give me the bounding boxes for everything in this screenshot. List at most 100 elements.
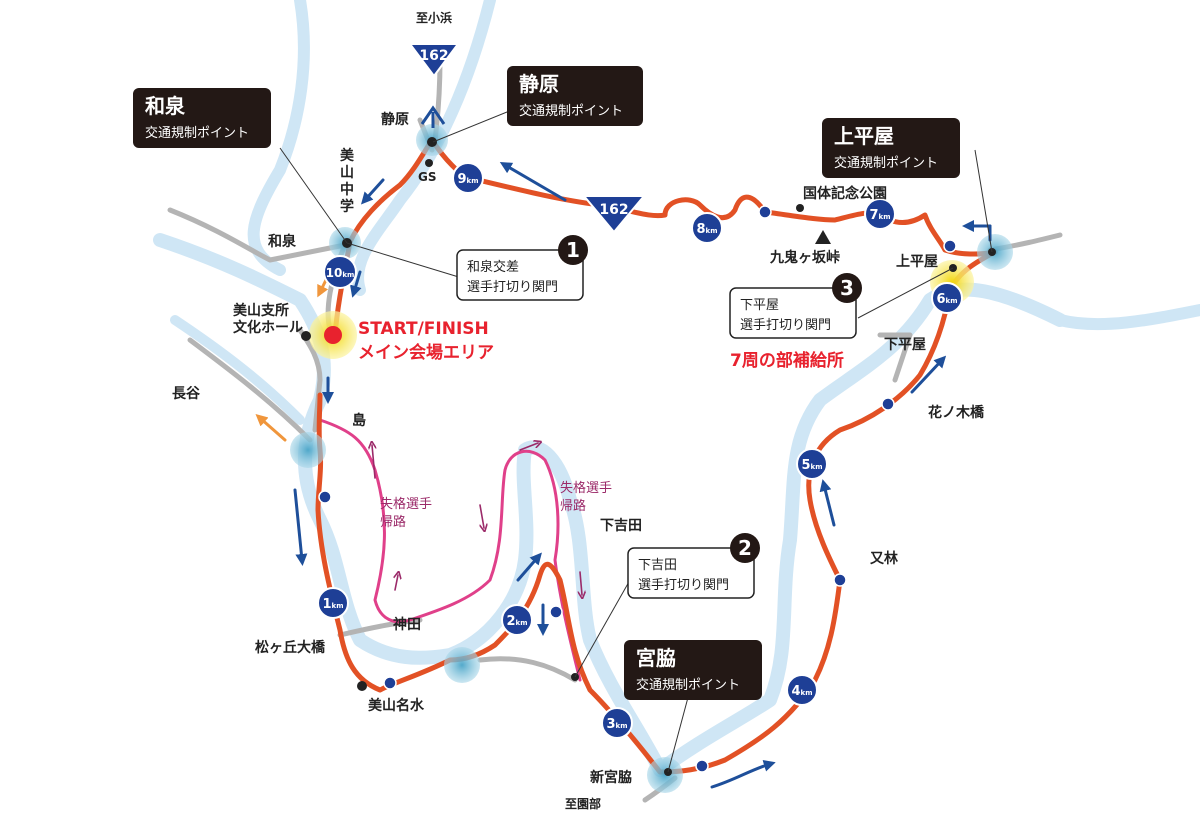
place-label: 松ヶ丘大橋 — [255, 639, 326, 656]
arrow-icon — [819, 479, 836, 527]
svg-text:4km: 4km — [792, 684, 813, 699]
start-finish-label: START/FINISH — [358, 319, 489, 339]
note-line: 和泉交差 — [467, 259, 519, 275]
arrow-icon — [910, 355, 947, 394]
km-number: 2 — [507, 614, 516, 629]
return-path — [318, 418, 582, 682]
place-label: 新宮脇 — [590, 769, 632, 786]
km-number: 7 — [870, 208, 879, 223]
spot-kanda — [444, 647, 480, 683]
km-unit: km — [706, 227, 718, 235]
poi-dot — [425, 159, 433, 167]
svg-text:8km: 8km — [697, 222, 718, 237]
poi-dot — [796, 204, 804, 212]
roads — [167, 57, 1063, 803]
place-label: 九鬼ヶ坂峠 — [769, 249, 840, 266]
poi-dot — [357, 681, 367, 691]
course-dot — [833, 573, 847, 587]
checkpoint-title: 静原 — [519, 72, 559, 96]
km-marker-10: 10km — [323, 255, 357, 289]
course-dots — [318, 205, 957, 773]
note-line: 選手打切り関門 — [467, 280, 558, 295]
arrow-icon — [516, 552, 542, 582]
place-label: 至小浜 — [416, 10, 452, 25]
course-dot — [318, 490, 332, 504]
checkpoint-miyawaki: 宮脇 交通規制ポイント — [624, 640, 762, 700]
place-label: 美 — [340, 147, 355, 164]
place-label: 国体記念公園 — [803, 185, 887, 202]
km-unit: km — [332, 602, 344, 610]
return-path-label: 帰路 — [560, 498, 586, 514]
course-dot — [695, 759, 709, 773]
checkpoint-shizuhara: 静原 交通規制ポイント — [507, 66, 643, 126]
note-line: 下吉田 — [638, 558, 677, 573]
arrow-icon — [395, 575, 398, 591]
checkpoint-title: 和泉 — [145, 94, 186, 118]
start-dot — [324, 326, 342, 344]
return-path-label: 帰路 — [380, 514, 406, 530]
course-dot — [549, 605, 563, 619]
km-marker-5: 5km — [796, 448, 828, 480]
route-sign-east: 162 — [581, 195, 647, 234]
place-label: 神田 — [393, 616, 421, 633]
intersections — [290, 124, 1013, 793]
place-label: 花ノ木橋 — [928, 404, 985, 421]
km-number: 6 — [937, 292, 946, 307]
arrow-icon — [479, 504, 484, 528]
place-label: 美山支所 — [233, 302, 289, 319]
svg-text:3km: 3km — [607, 717, 628, 732]
checkpoint-kamihiraya: 上平屋 交通規制ポイント — [822, 118, 960, 178]
place-labels: 至小浜 静原 GS 美 山 中 学 和泉 国体記念公園 九鬼ヶ坂峠 上平屋 下平… — [172, 10, 985, 811]
km-number: 10 — [326, 266, 343, 280]
arrow-icon — [519, 443, 538, 451]
route-sign-north: 162 — [408, 43, 460, 78]
course-dot — [881, 397, 895, 411]
svg-text:6km: 6km — [937, 292, 958, 307]
checkpoint-title: 宮脇 — [636, 646, 676, 670]
note-1: 1 和泉交差 選手打切り関門 — [456, 235, 588, 301]
svg-text:7km: 7km — [870, 208, 891, 223]
km-marker-3: 3km — [601, 707, 633, 739]
pass-triangle-icon — [815, 230, 831, 244]
spot-miyawaki — [647, 757, 683, 793]
note-line: 選手打切り関門 — [740, 318, 831, 333]
place-label: 静原 — [381, 111, 409, 128]
place-label: 下吉田 — [600, 517, 642, 534]
checkpoint-title: 上平屋 — [834, 124, 894, 148]
checkpoint-subtitle: 交通規制ポイント — [145, 125, 249, 141]
svg-text:9km: 9km — [458, 172, 479, 187]
checkpoint-subtitle: 交通規制ポイント — [834, 155, 938, 171]
km-unit: km — [879, 213, 891, 221]
km-number: 1 — [323, 597, 332, 612]
arrow-icon — [360, 178, 385, 205]
km-unit: km — [516, 619, 528, 627]
arrow-icon — [580, 571, 582, 595]
svg-text:1km: 1km — [323, 597, 344, 612]
note-2: 2 下吉田 選手打切り関門 — [627, 533, 760, 599]
poi-dot — [301, 331, 311, 341]
spot-nagatani — [290, 432, 326, 468]
arrow-icon — [420, 105, 446, 125]
checkpoint-subtitle: 交通規制ポイント — [519, 103, 623, 119]
place-label: 上平屋 — [896, 254, 938, 270]
course-dot — [943, 239, 957, 253]
note-line: 選手打切り関門 — [638, 578, 729, 593]
route-sign-label: 162 — [419, 48, 448, 64]
place-label: 美山名水 — [368, 697, 425, 714]
place-label: 下平屋 — [884, 337, 926, 353]
km-unit: km — [946, 297, 958, 305]
place-label: 島 — [352, 412, 366, 429]
svg-text:5km: 5km — [802, 458, 823, 473]
arrow-icon — [372, 445, 375, 479]
poi-dot — [427, 137, 437, 147]
km-number: 8 — [697, 222, 706, 237]
km-marker-1: 1km — [317, 587, 349, 619]
km-number: 3 — [607, 717, 616, 732]
svg-text:10km: 10km — [326, 266, 355, 280]
note-number: 1 — [566, 238, 580, 262]
leader-lines — [279, 109, 993, 773]
place-label: GS — [418, 170, 437, 184]
place-label: 至園部 — [565, 796, 601, 811]
return-arrows — [372, 443, 582, 595]
